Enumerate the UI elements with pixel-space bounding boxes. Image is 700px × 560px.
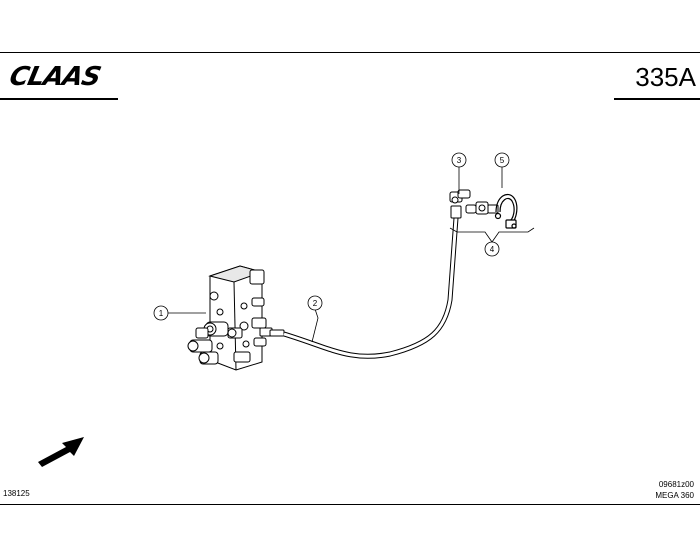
page-number-rule: [614, 98, 700, 100]
top-border: [0, 52, 700, 53]
valve-block: [187, 265, 267, 371]
fitting-assembly: [465, 201, 499, 215]
hose-end-fitting: [259, 327, 285, 337]
page-number: 335A: [635, 62, 696, 92]
model-name: MEGA 360: [655, 491, 694, 500]
callout-3: 3: [451, 152, 467, 168]
callout-5-number: 5: [500, 156, 505, 165]
callout-5: 5: [494, 152, 510, 168]
reference-number: 138125: [3, 489, 30, 498]
callout-1-number: 1: [159, 309, 164, 318]
elbow-fitting: [449, 189, 471, 219]
callout-4: 4: [484, 241, 500, 257]
callout-3-number: 3: [457, 156, 462, 165]
callout-2: 2: [307, 295, 323, 311]
callout-2-number: 2: [313, 299, 318, 308]
callout-leaders: [168, 167, 535, 343]
hose-clamp: [494, 193, 518, 229]
callout-1: 1: [153, 305, 169, 321]
logo-rule: [0, 98, 118, 100]
hydraulic-hose: [283, 217, 459, 359]
callout-4-number: 4: [490, 245, 495, 254]
drawing-code: 09681z00: [658, 480, 694, 489]
direction-arrow-icon: [38, 437, 84, 467]
bottom-border: [0, 504, 700, 505]
